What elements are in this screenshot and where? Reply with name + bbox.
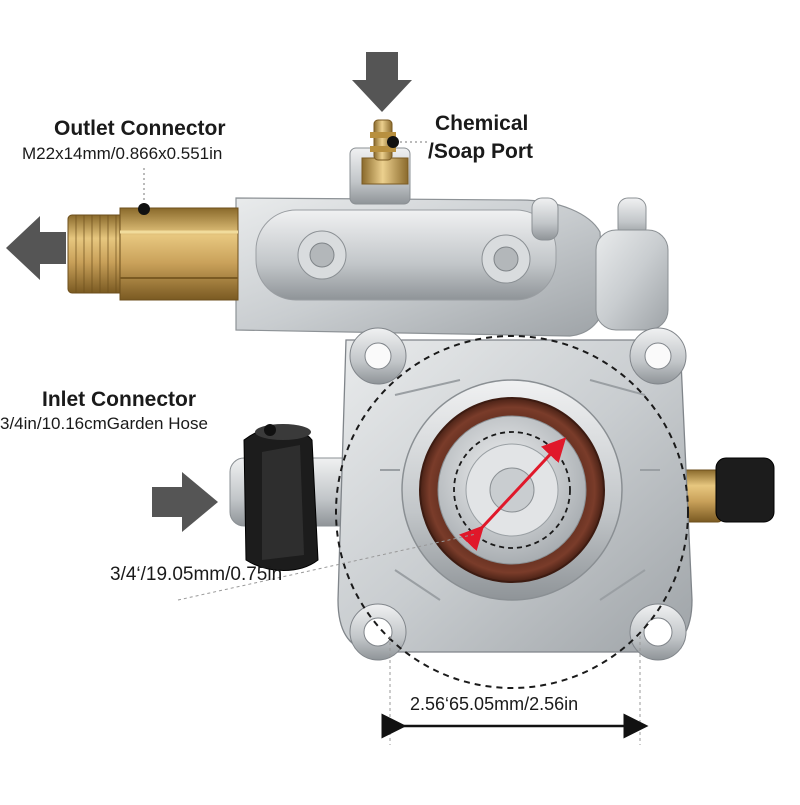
arrow-left-icon: [6, 216, 66, 280]
arrow-right-icon: [152, 472, 218, 532]
inlet-fitting: [229, 424, 361, 571]
shaft-spec: 3/4‘/19.05mm/0.75in: [110, 564, 283, 585]
flange-outline-dashed: [335, 335, 689, 689]
outlet-fitting: [67, 207, 239, 301]
arrow-down-icon: [352, 52, 412, 112]
inlet-spec: 3/4in/10.16cmGarden Hose: [0, 414, 208, 433]
shaft-dimension-line: [459, 437, 567, 551]
outlet-leader-dot: [138, 203, 150, 215]
chemical-title-line2: /Soap Port: [428, 140, 534, 163]
inlet-leader-dot: [264, 424, 276, 436]
chemical-port: [349, 119, 411, 205]
outlet-title: Outlet Connector: [54, 117, 226, 140]
outlet-spec: M22x14mm/0.866x0.551in: [22, 144, 223, 163]
manifold-body: [235, 197, 669, 337]
chemical-leader-dot: [387, 136, 399, 148]
shaft-leader-line: [177, 533, 477, 601]
inlet-title: Inlet Connector: [42, 388, 197, 411]
chemical-title-line1: Chemical: [435, 112, 529, 135]
mount-spec: 2.56‘65.05mm/2.56in: [410, 694, 579, 714]
